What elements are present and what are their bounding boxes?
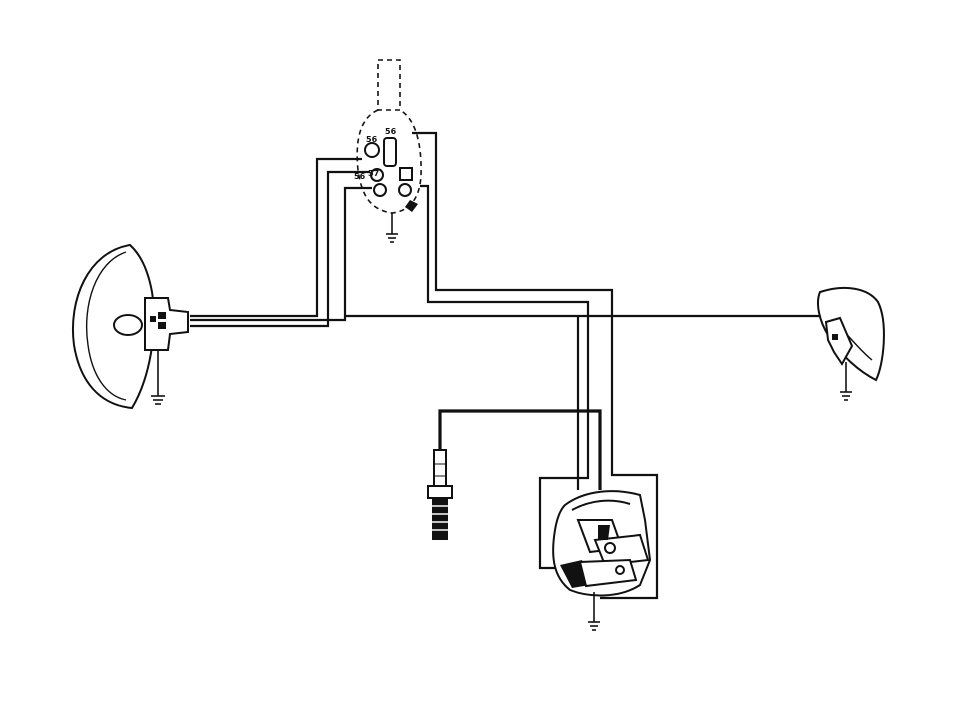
terminal-label-56-left: 56 [354,172,366,181]
wire-tail-light [190,186,828,322]
spark-plug [427,449,453,540]
headlight [72,243,189,410]
wire-headlight-switch-upper [190,157,370,328]
wire-spark-plug [438,316,602,490]
headlight-ground-icon [151,350,165,405]
terminal-label-56-top: 56 [385,127,397,136]
magneto-stator [552,490,652,597]
terminal-label-57: 57 [368,169,379,178]
magneto-ground-icon [588,592,600,631]
tail-light [817,286,885,382]
light-switch: 56 56 57 56 [354,59,422,214]
terminal-label-56-upper-left: 56 [366,135,378,144]
wire-switch-to-magneto [412,131,659,600]
switch-ground-icon [386,213,398,243]
tail-light-ground-icon [840,362,852,401]
